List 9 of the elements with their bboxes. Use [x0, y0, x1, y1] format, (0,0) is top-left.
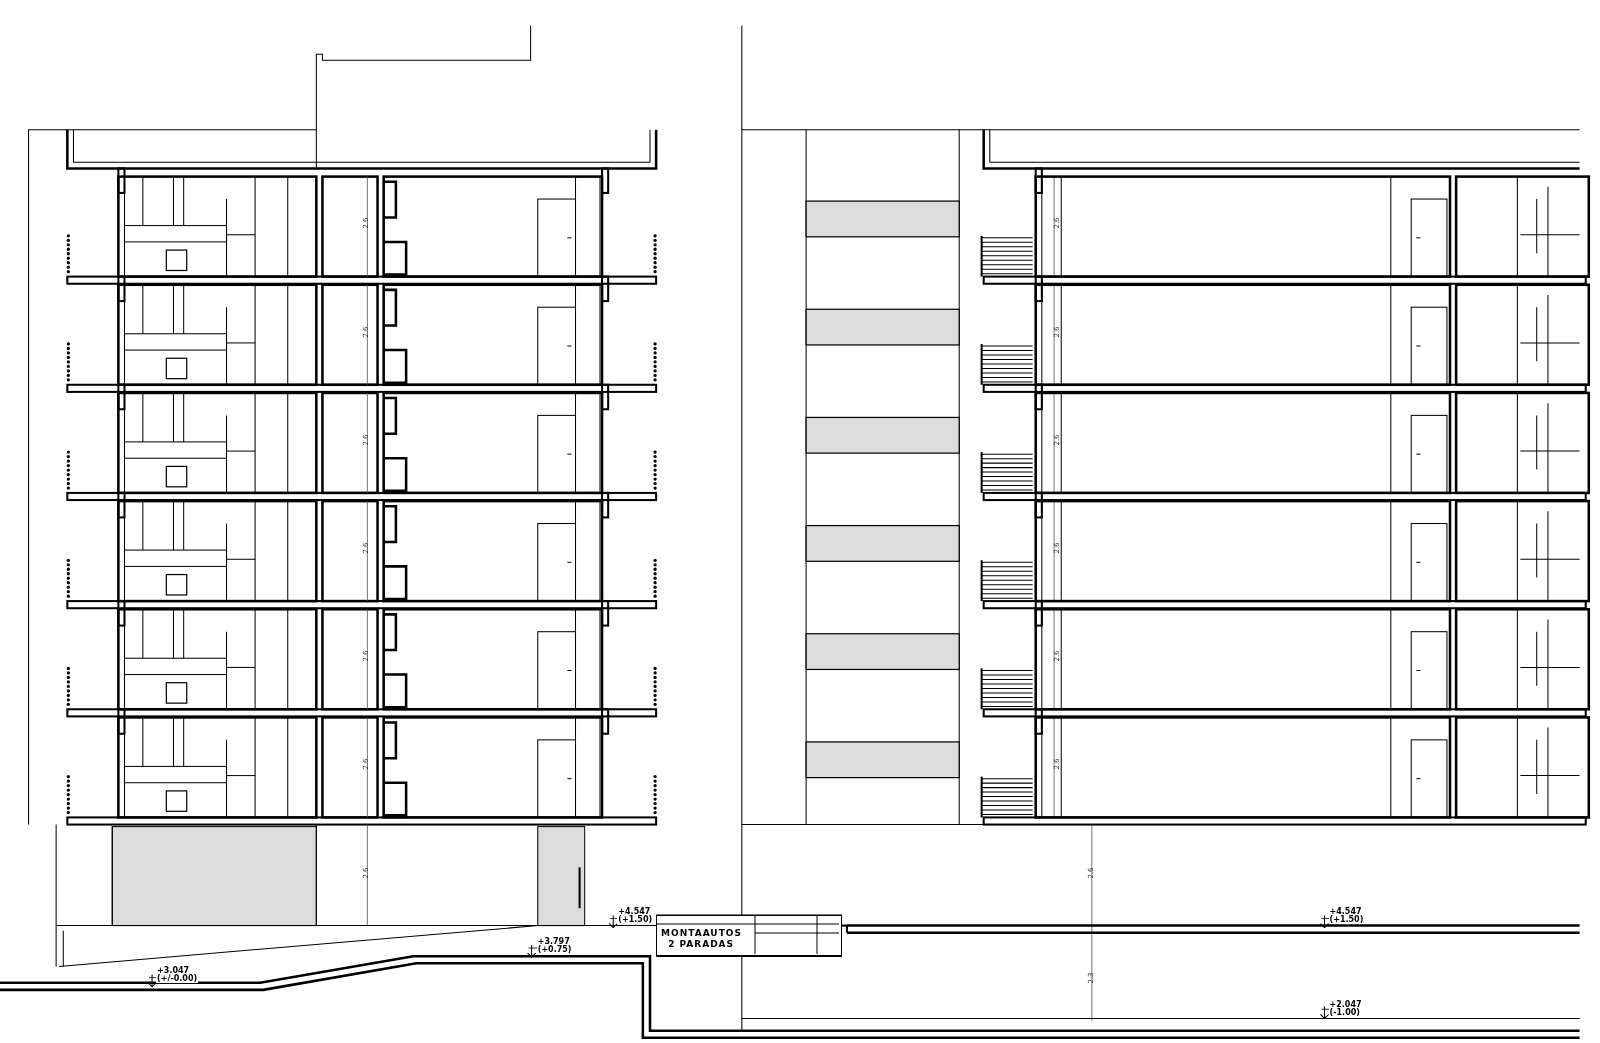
- level-mark-text: (+/-0.00): [156, 974, 199, 984]
- level-mark-text: +3.797: [536, 936, 571, 946]
- car-lift-box: [656, 915, 842, 957]
- level-mark-text: (+1.50): [1328, 915, 1365, 925]
- level-mark-text: (-1.00): [1328, 1008, 1361, 1018]
- level-mark-text: (+0.75): [536, 944, 573, 954]
- room-label: MONTAAUTOS 2 PARADAS: [661, 928, 742, 951]
- level-mark-text: +2.047: [1328, 1000, 1363, 1009]
- level-mark-text: +4.547: [1328, 907, 1363, 917]
